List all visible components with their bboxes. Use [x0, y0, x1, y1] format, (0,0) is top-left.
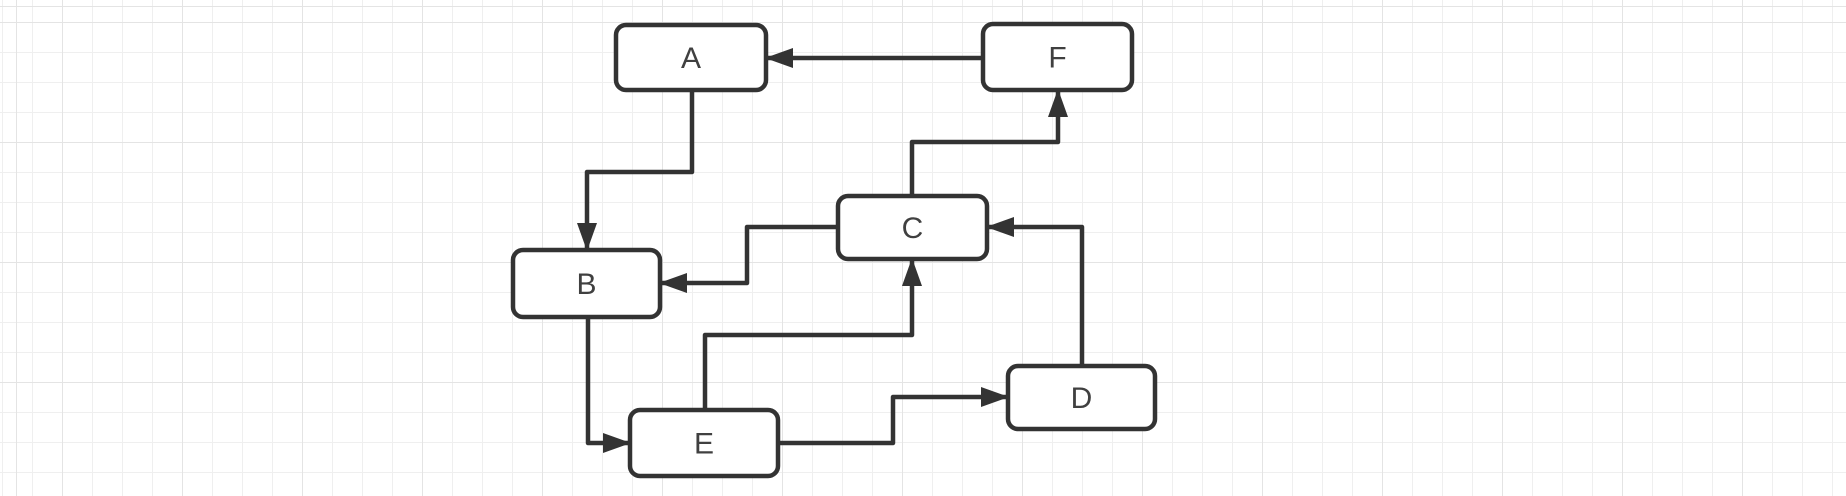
edge-E-D[interactable]	[778, 387, 1009, 446]
nodes-layer: A F C B D E	[510, 21, 1158, 479]
node-C-box	[835, 193, 990, 262]
edge-C-B[interactable]	[659, 224, 838, 293]
node-C[interactable]: C	[835, 193, 990, 262]
node-A[interactable]: A	[613, 22, 769, 93]
node-E[interactable]: E	[627, 407, 781, 479]
node-D-box	[1005, 363, 1158, 432]
node-D[interactable]: D	[1005, 363, 1158, 432]
node-F-box	[980, 21, 1135, 93]
edge-E-C[interactable]	[702, 258, 922, 410]
edge-B-E[interactable]	[585, 317, 631, 453]
node-B-box	[510, 247, 663, 320]
node-F[interactable]: F	[980, 21, 1135, 93]
node-A-box	[613, 22, 769, 93]
edge-A-B[interactable]	[577, 90, 695, 251]
node-B[interactable]: B	[510, 247, 663, 320]
node-E-box	[627, 407, 781, 479]
edge-D-C[interactable]	[986, 217, 1085, 366]
edges-layer	[577, 48, 1085, 453]
edge-C-F[interactable]	[909, 89, 1068, 196]
